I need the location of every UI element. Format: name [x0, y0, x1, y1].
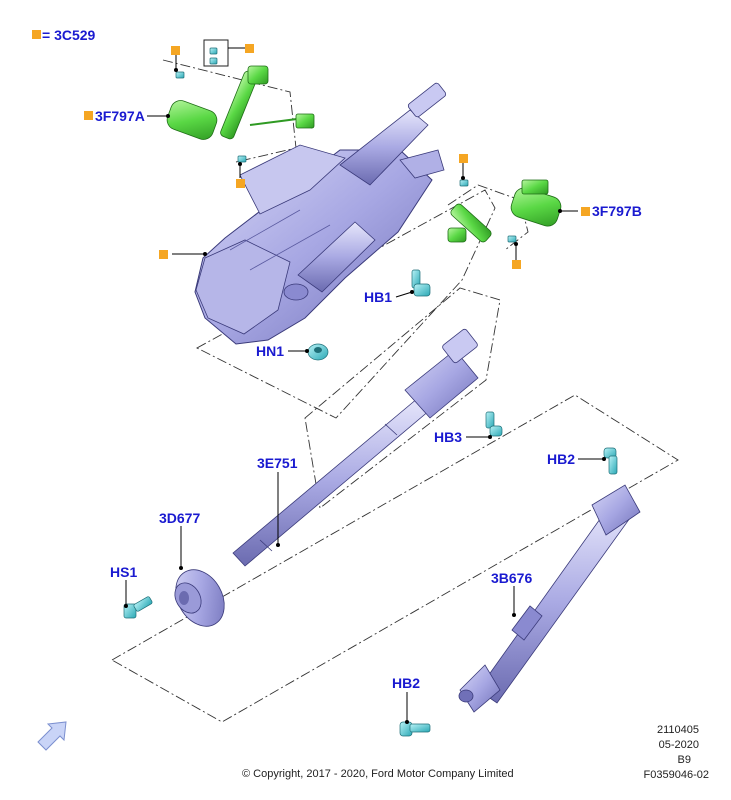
screw-hs1: [123, 596, 153, 619]
marker-3c529: [159, 250, 168, 259]
marker-3c529: [245, 44, 254, 53]
bolt-hb3: [485, 411, 503, 437]
marker-3c529: [236, 179, 245, 188]
legend-marker: [32, 30, 41, 39]
motor-3f797a: [166, 65, 315, 140]
copyright-notice: © Copyright, 2017 - 2020, Ford Motor Com…: [242, 768, 514, 780]
drawing-number: 2110405: [656, 724, 699, 736]
front-direction-arrow-icon: [37, 721, 67, 751]
bolt-hb2-bottom: [399, 721, 431, 737]
callout-hb3: HB3: [434, 429, 463, 445]
screw-group-box: [203, 39, 229, 67]
callout-hb2-bottom: HB2: [392, 675, 421, 691]
marker-3c529: [171, 46, 180, 55]
callout-hn1: HN1: [256, 343, 285, 359]
drawing-date: 05-2020: [658, 739, 699, 751]
motor-a-boundary: [162, 59, 297, 163]
marker-3f797b: [581, 207, 590, 216]
callout-3f797a: 3F797A: [95, 108, 145, 124]
motor-screws: [175, 47, 517, 243]
bolt-hb2-top: [603, 447, 618, 475]
callout-hb2-top: HB2: [547, 451, 576, 467]
callout-hb1: HB1: [364, 289, 393, 305]
leader-dots: [124, 68, 606, 724]
leader-lines: [125, 47, 604, 722]
bolt-hb1: [411, 269, 431, 297]
marker-3c529: [512, 260, 521, 269]
seal-3d677: [174, 569, 225, 627]
marker-3f797a: [84, 111, 93, 120]
shaft-3e751: [232, 328, 479, 567]
nut-hn1: [307, 343, 329, 361]
callout-3b676: 3B676: [491, 570, 533, 586]
steering-column-housing: [194, 82, 447, 345]
callout-3d677: 3D677: [159, 510, 201, 526]
callout-hs1: HS1: [110, 564, 138, 580]
marker-3c529: [459, 154, 468, 163]
drawing-revision: B9: [677, 754, 691, 766]
figure-id: F0359046-02: [643, 769, 709, 781]
shaft-3b676: [458, 484, 641, 713]
motor-3f797b: [447, 179, 562, 243]
legend-text: = 3C529: [42, 27, 96, 43]
column-boundary: [196, 189, 496, 419]
lower-boundary: [111, 394, 679, 723]
callout-3f797b: 3F797B: [592, 203, 642, 219]
callout-3e751: 3E751: [257, 455, 298, 471]
intermediate-boundary: [304, 287, 501, 509]
